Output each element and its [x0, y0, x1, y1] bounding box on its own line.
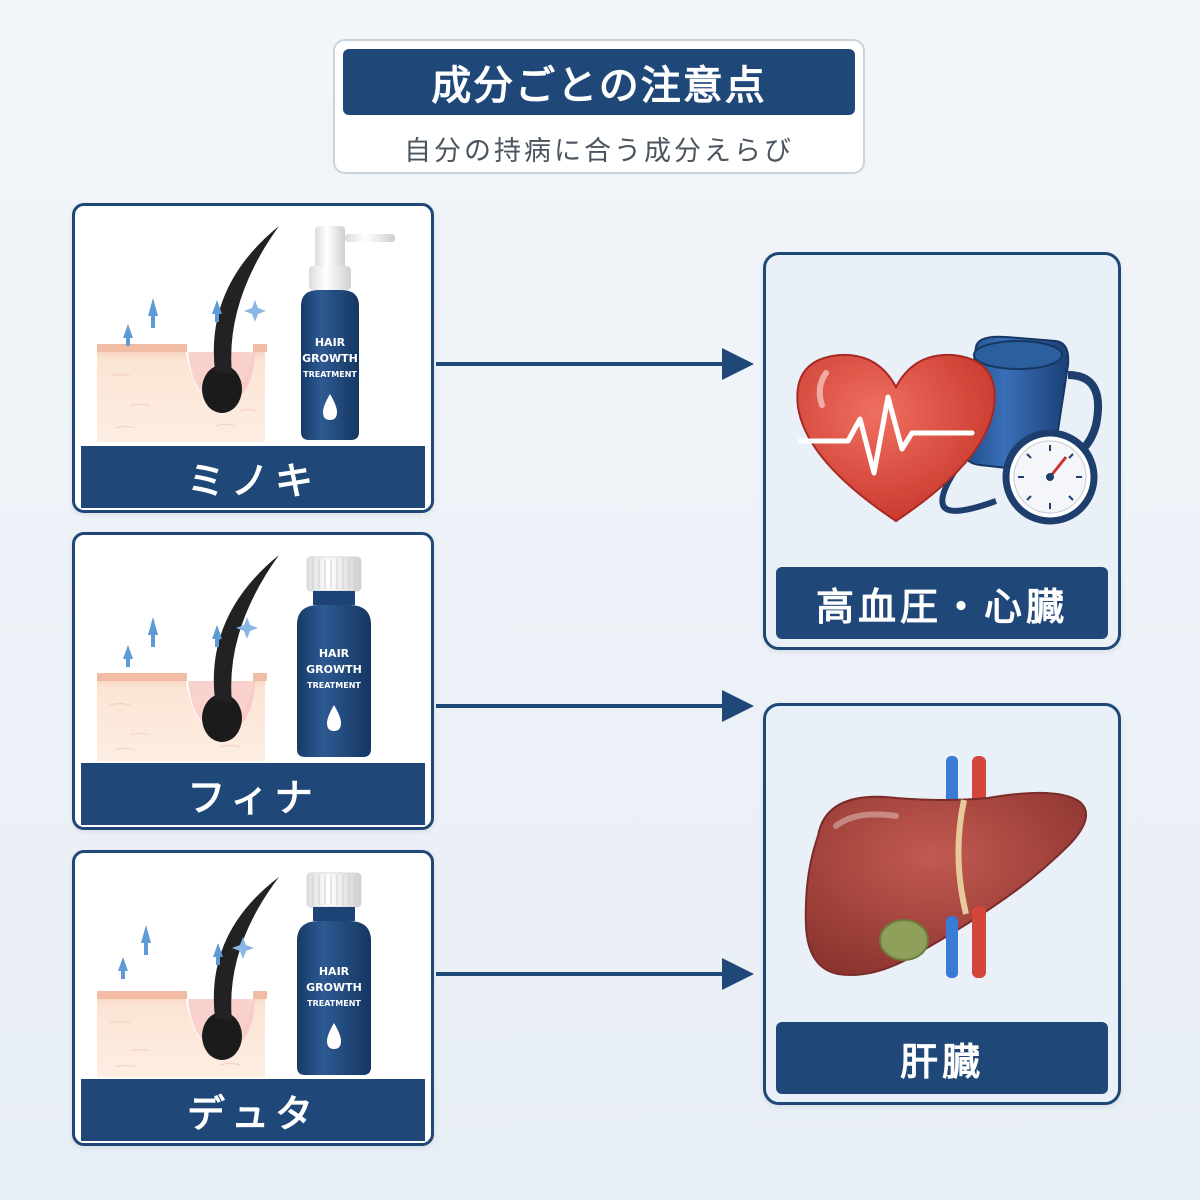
risk-card-blood-pressure-heart: 高血圧・心臓 [763, 252, 1121, 650]
risk-card-liver: 肝臓 [763, 703, 1121, 1105]
ingredient-card-dutasteride: HAIR GROWTH TREATMENT デュタ [72, 850, 434, 1146]
page-subtitle: 自分の持病に合う成分えらび [404, 136, 794, 167]
sparkle-icon [232, 937, 254, 959]
bottle-text-line1: HAIR [315, 336, 346, 349]
arrow-right-icon [436, 958, 754, 990]
sparkle-icon [236, 617, 258, 639]
bottle-text-line1: HAIR [319, 647, 350, 660]
hair-growth-illustration: HAIR GROWTH TREATMENT [97, 555, 371, 761]
bottle-text-line2: GROWTH [306, 663, 362, 676]
growth-arrow-icon [123, 617, 222, 667]
hair-growth-illustration: HAIR GROWTH TREATMENT [97, 872, 371, 1077]
heart-blood-pressure-icon [796, 335, 1103, 525]
liver-icon [804, 756, 1088, 978]
spray-bottle-icon: HAIR GROWTH TREATMENT [301, 226, 395, 440]
ingredient-label: ミノキ [81, 446, 425, 508]
ingredient-card-minoxidil: HAIR GROWTH TREATMENT ミノキ [72, 203, 434, 513]
title-box: 成分ごとの注意点 自分の持病に合う成分えらび [333, 39, 865, 174]
bottle-text-line2: GROWTH [306, 981, 362, 994]
bottle-text-line2: GROWTH [302, 352, 358, 365]
bottle-text-line1: HAIR [319, 965, 350, 978]
sparkle-icon [244, 300, 266, 322]
gauge-icon [1002, 429, 1098, 525]
arrow-right-icon [436, 348, 754, 380]
heart-icon [796, 353, 996, 523]
growth-arrow-icon [123, 298, 222, 346]
ingredient-label: フィナ [81, 763, 425, 825]
hair-growth-illustration: HAIR GROWTH TREATMENT [97, 226, 395, 442]
ingredient-card-finasteride: HAIR GROWTH TREATMENT フィナ [72, 532, 434, 830]
risk-label: 高血圧・心臓 [776, 567, 1108, 639]
page-title: 成分ごとの注意点 [343, 49, 855, 115]
bottle-text-line3: TREATMENT [307, 999, 361, 1008]
bottle-text-line3: TREATMENT [307, 681, 361, 690]
ingredient-label: デュタ [81, 1079, 425, 1141]
dropper-bottle-icon: HAIR GROWTH TREATMENT [297, 556, 371, 757]
arrow-right-icon [436, 690, 754, 722]
bottle-text-line3: TREATMENT [303, 370, 357, 379]
growth-arrow-icon [118, 925, 223, 979]
dropper-bottle-icon: HAIR GROWTH TREATMENT [297, 872, 371, 1075]
risk-label: 肝臓 [776, 1022, 1108, 1094]
